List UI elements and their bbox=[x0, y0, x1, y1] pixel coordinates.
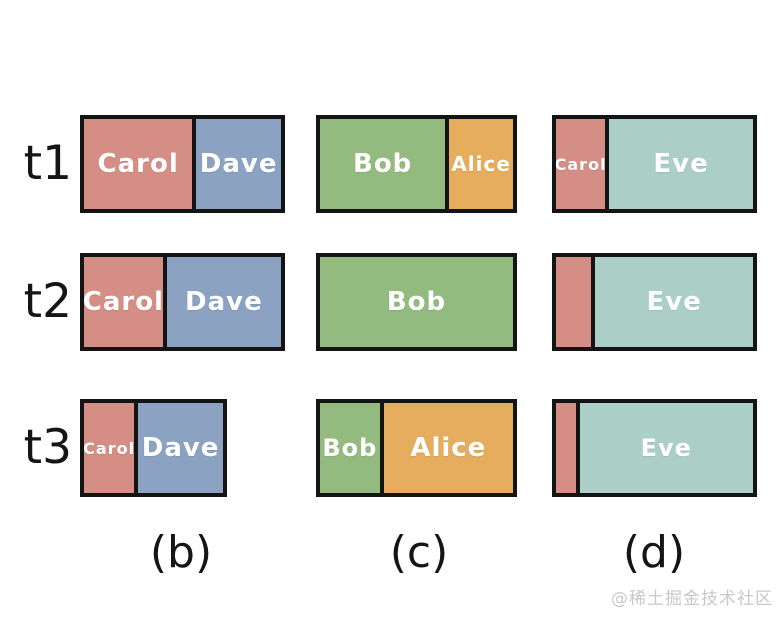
segment-label: Carol bbox=[84, 438, 136, 458]
segment-label: Eve bbox=[653, 149, 709, 179]
segment-label: Carol bbox=[84, 287, 164, 317]
row-label-t2: t2 bbox=[23, 274, 72, 329]
segment-label: Dave bbox=[141, 433, 220, 463]
segment-eve: Eve bbox=[609, 119, 753, 209]
segment-eve: Eve bbox=[595, 257, 753, 347]
box-b-t2: Carol Dave bbox=[80, 253, 285, 351]
box-d-t1: Carol Eve bbox=[552, 115, 757, 213]
box-c-t3: Bob Alice bbox=[316, 399, 517, 497]
segment-carol: Carol bbox=[84, 403, 139, 493]
segment-carol: Carol bbox=[84, 257, 167, 347]
column-label-c: (c) bbox=[389, 527, 449, 578]
segment-bob: Bob bbox=[320, 257, 513, 347]
segment-label: Bob bbox=[322, 434, 378, 462]
segment-dave: Dave bbox=[166, 257, 281, 347]
segment-alice: Alice bbox=[383, 403, 513, 493]
box-c-t2: Bob bbox=[316, 253, 517, 351]
segment-label: Eve bbox=[646, 287, 702, 317]
column-label-d: (d) bbox=[622, 527, 686, 578]
segment-alice: Alice bbox=[449, 119, 513, 209]
segment-label: Alice bbox=[451, 152, 511, 176]
segment-bob: Bob bbox=[320, 403, 384, 493]
segment-label: Alice bbox=[410, 433, 487, 463]
row-label-t3: t3 bbox=[23, 420, 72, 475]
segment-dave: Dave bbox=[138, 403, 223, 493]
watermark-text: @稀土掘金技术社区 bbox=[611, 589, 773, 609]
box-d-t3: Eve bbox=[552, 399, 757, 497]
segment-label: Bob bbox=[386, 287, 447, 317]
segment-label: Bob bbox=[353, 149, 413, 179]
segment-carol: Carol bbox=[84, 119, 197, 209]
box-c-t1: Bob Alice bbox=[316, 115, 517, 213]
box-b-t1: Carol Dave bbox=[80, 115, 285, 213]
column-label-b: (b) bbox=[149, 527, 213, 578]
segment-label: Carol bbox=[97, 149, 179, 179]
segment-dave: Dave bbox=[196, 119, 281, 209]
segment-bob: Bob bbox=[320, 119, 450, 209]
segment-label: Dave bbox=[185, 287, 263, 317]
row-label-t1: t1 bbox=[23, 136, 72, 191]
segment-label: Carol bbox=[556, 154, 607, 174]
segment-label: Dave bbox=[199, 149, 278, 179]
segment-carol: Carol bbox=[556, 119, 610, 209]
box-b-t3: Carol Dave bbox=[80, 399, 227, 497]
segment-label: Eve bbox=[640, 434, 692, 462]
segment-carol-sliver bbox=[556, 403, 580, 493]
segment-carol-sliver bbox=[556, 257, 596, 347]
segment-eve: Eve bbox=[579, 403, 753, 493]
box-d-t2: Eve bbox=[552, 253, 757, 351]
